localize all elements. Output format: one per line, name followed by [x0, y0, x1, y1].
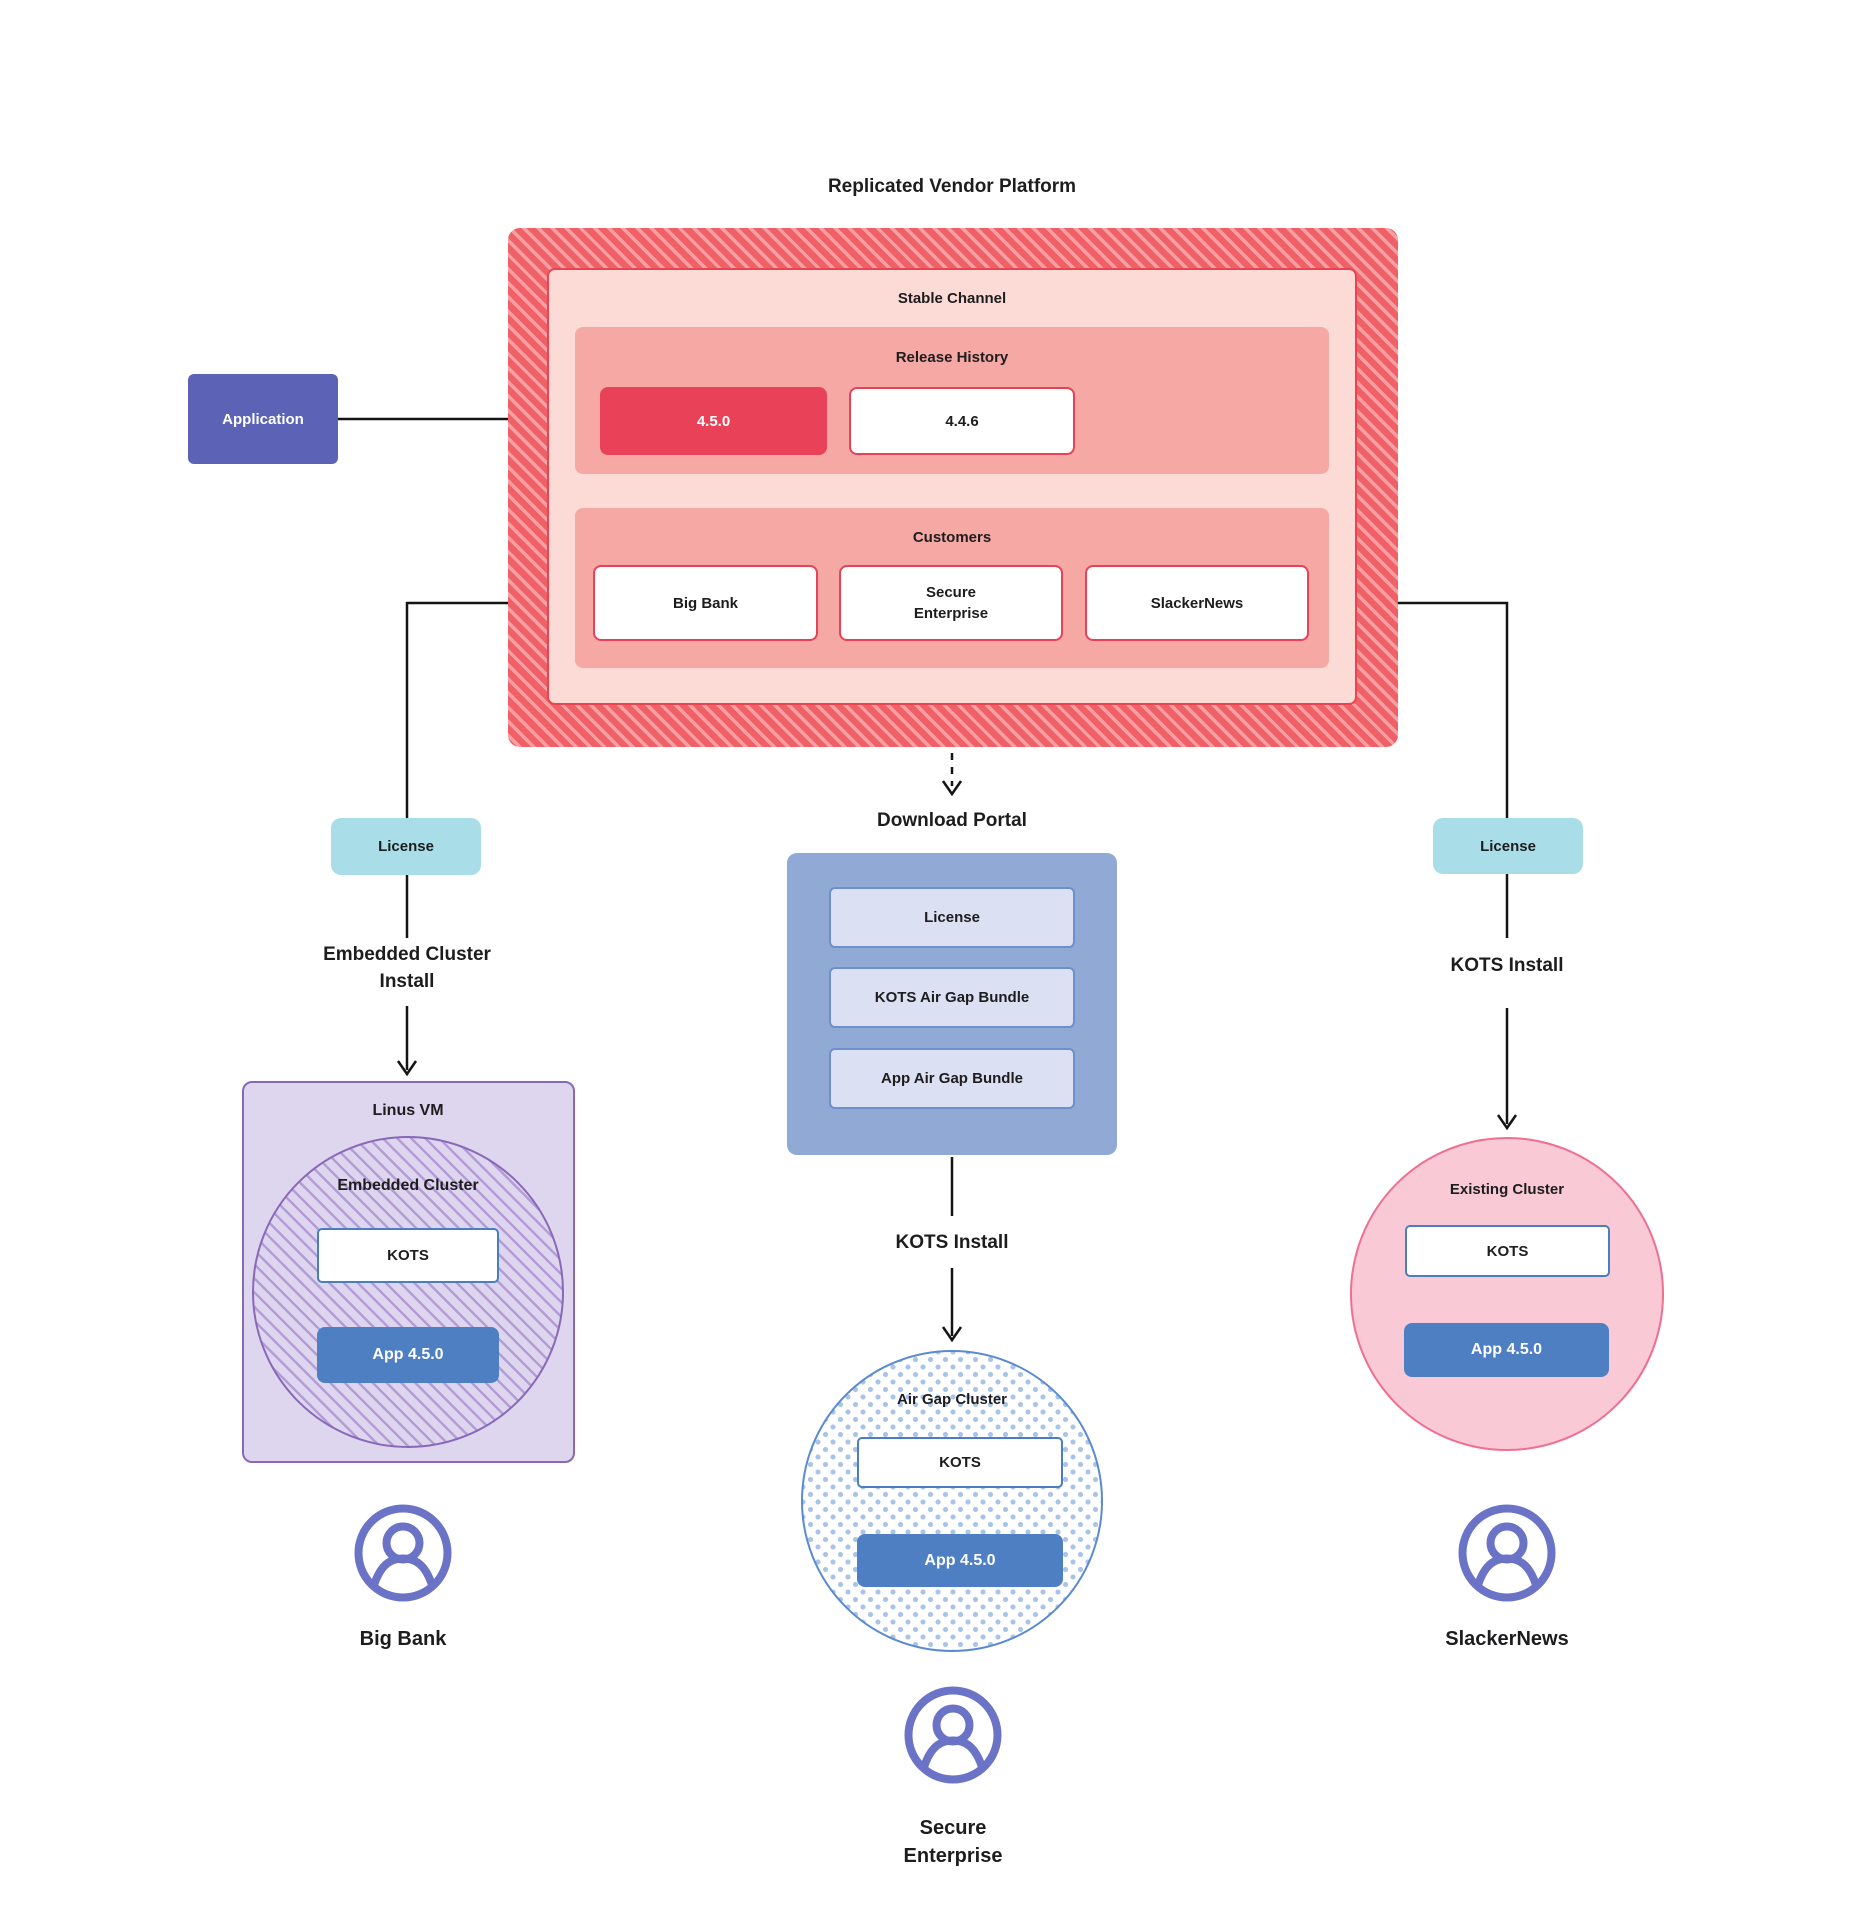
air-gap-cluster-title: Air Gap Cluster [896, 1391, 1008, 1408]
portal-app-airgap-item[interactable]: App Air Gap Bundle [829, 1048, 1075, 1109]
embedded-cluster-title: Embedded Cluster [337, 1177, 479, 1194]
application-box: Application [188, 374, 338, 464]
kots-install-right-label: KOTS Install [1450, 955, 1564, 976]
customer-big-bank[interactable]: Big Bank [593, 565, 818, 641]
slackernews-name: SlackerNews [1445, 1628, 1569, 1650]
app-box-center: App 4.5.0 [857, 1534, 1063, 1587]
license-box-right: License [1433, 818, 1583, 874]
arrowhead-secure-to-portal [941, 780, 963, 797]
release-4-4-6[interactable]: 4.4.6 [849, 387, 1075, 455]
download-portal-title: Download Portal [877, 810, 1027, 831]
kots-box-center: KOTS [857, 1437, 1063, 1488]
person-icon [354, 1504, 452, 1602]
customer-secure-enterprise[interactable]: Secure Enterprise [839, 565, 1063, 641]
person-icon [1458, 1504, 1556, 1602]
existing-cluster-title: Existing Cluster [1449, 1181, 1565, 1198]
arrowhead-kots-install-right [1496, 1114, 1518, 1131]
kots-box-right: KOTS [1405, 1225, 1610, 1277]
portal-kots-airgap-item[interactable]: KOTS Air Gap Bundle [829, 967, 1075, 1028]
person-icon [904, 1686, 1002, 1784]
release-history-title: Release History [895, 349, 1009, 366]
page-title: Replicated Vendor Platform [827, 176, 1077, 197]
portal-license-item[interactable]: License [829, 887, 1075, 948]
app-box-right: App 4.5.0 [1404, 1323, 1609, 1377]
stable-channel-title: Stable Channel [897, 290, 1007, 307]
secure-enterprise-name: Secure Enterprise [903, 1817, 1003, 1867]
release-4-5-0[interactable]: 4.5.0 [600, 387, 827, 455]
kots-install-center-label: KOTS Install [895, 1232, 1009, 1253]
arrowhead-kots-install-center [941, 1326, 963, 1343]
existing-cluster-circle [1350, 1137, 1664, 1451]
embedded-cluster-circle [252, 1136, 564, 1448]
arrowhead-embedded-install [396, 1060, 418, 1077]
embedded-cluster-install-label: Embedded Cluster Install [323, 944, 491, 992]
big-bank-name: Big Bank [359, 1628, 447, 1650]
customers-title: Customers [912, 529, 992, 546]
app-box-left: App 4.5.0 [317, 1327, 499, 1383]
linus-vm-title: Linus VM [372, 1102, 444, 1119]
air-gap-cluster-circle [801, 1350, 1103, 1652]
kots-box-left: KOTS [317, 1228, 499, 1283]
license-box-left: License [331, 818, 481, 875]
customer-slackernews[interactable]: SlackerNews [1085, 565, 1309, 641]
